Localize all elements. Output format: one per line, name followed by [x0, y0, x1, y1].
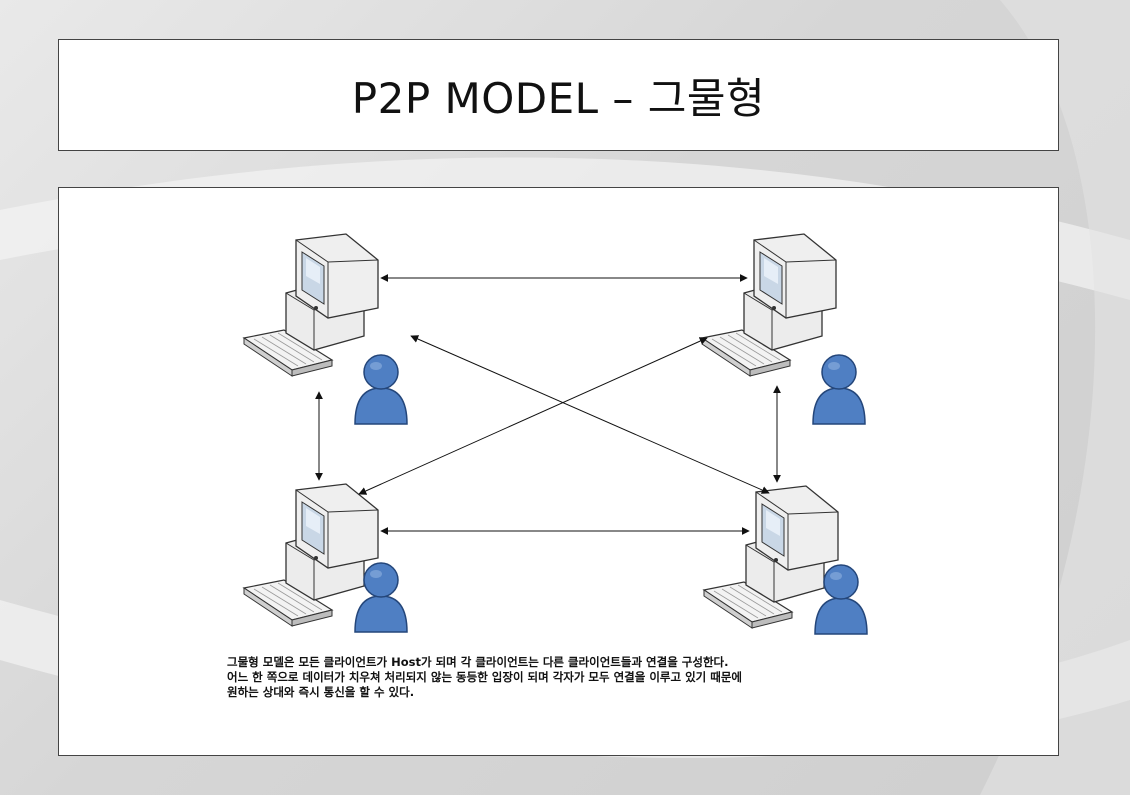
description: 그물형 모델은 모든 클라이언트가 Host가 되며 각 클라이언트는 다른 클… [227, 655, 987, 700]
description-line: 어느 한 쪽으로 데이터가 치우쳐 처리되지 않는 동등한 입장이 되며 각자가… [227, 670, 742, 684]
bottom-left-computer [243, 483, 408, 633]
description-line: 원하는 상대와 즉시 통신을 할 수 있다. [227, 685, 415, 699]
content-box: 그물형 모델은 모든 클라이언트가 Host가 되며 각 클라이언트는 다른 클… [58, 187, 1059, 756]
slide-title: P2P MODEL – 그물형 [351, 73, 766, 123]
bottom-right-computer [703, 485, 868, 635]
title-box: P2P MODEL – 그물형 [58, 39, 1059, 151]
mesh-diagram [243, 233, 868, 635]
description-line: 그물형 모델은 모든 클라이언트가 Host가 되며 각 클라이언트는 다른 클… [227, 655, 729, 669]
top-left-computer [243, 233, 408, 425]
connection-diagonal-up [358, 337, 708, 495]
connection-diagonal-down [410, 335, 770, 494]
top-right-computer [701, 233, 866, 425]
